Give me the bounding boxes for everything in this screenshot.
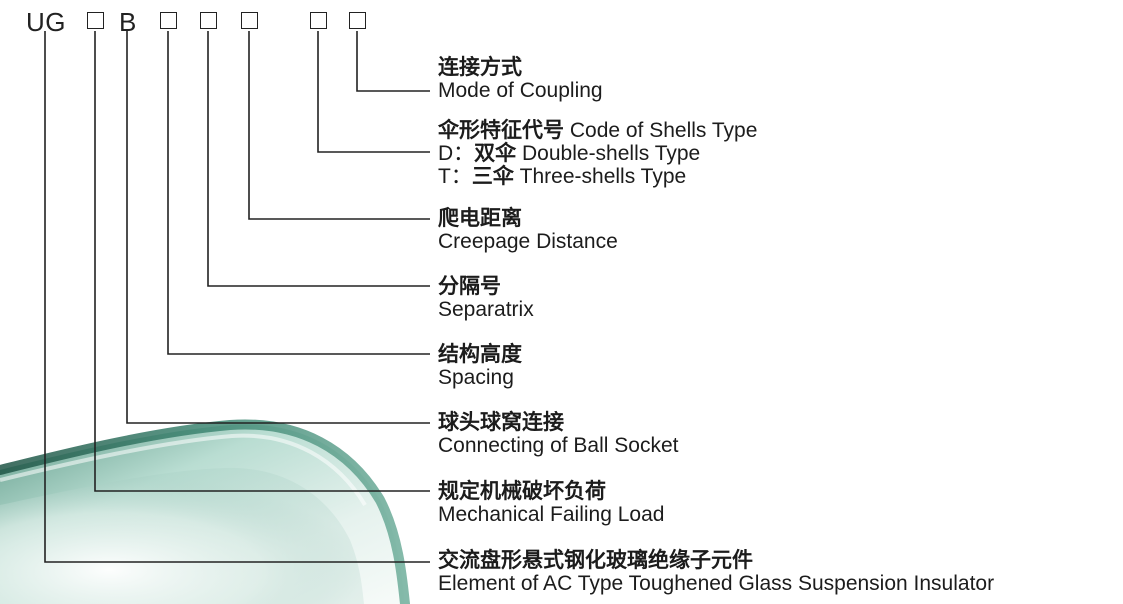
desc-separatrix: 分隔号 Separatrix (438, 275, 534, 321)
desc-spacing-cn: 结构高度 (438, 343, 522, 366)
option-d-en: Double-shells Type (522, 142, 701, 165)
desc-shells-cn: 伞形特征代号 (438, 119, 564, 142)
desc-element-en: Element of AC Type Toughened Glass Suspe… (438, 572, 995, 595)
desc-shells-type: 伞形特征代号 Code of Shells Type D：双伞 Double-s… (438, 119, 757, 188)
desc-spacing: 结构高度 Spacing (438, 343, 522, 389)
code-letter-b: B (119, 7, 137, 37)
desc-ball-socket: 球头球窝连接 Connecting of Ball Socket (438, 411, 678, 457)
code-box-creepage (241, 12, 258, 29)
option-d-code: D： (438, 142, 475, 165)
code-prefix: UG (26, 7, 66, 37)
code-box-spacing (160, 12, 177, 29)
code-box-separatrix (200, 12, 217, 29)
code-box-shells-type (310, 12, 327, 29)
desc-separatrix-cn: 分隔号 (438, 275, 501, 298)
option-t-en: Three-shells Type (519, 165, 687, 188)
desc-element-cn: 交流盘形悬式钢化玻璃绝缘子元件 (438, 549, 753, 572)
desc-separatrix-en: Separatrix (438, 298, 534, 321)
desc-coupling-en: Mode of Coupling (438, 79, 603, 102)
desc-element: 交流盘形悬式钢化玻璃绝缘子元件 Element of AC Type Tough… (438, 549, 994, 595)
code-box-coupling (349, 12, 366, 29)
code-box-failing-load (87, 12, 104, 29)
option-t-cn: 三伞 (471, 165, 514, 188)
option-d-cn: 双伞 (474, 142, 517, 165)
desc-creepage-cn: 爬电距离 (438, 207, 522, 230)
model-code-row: UG B (0, 0, 420, 40)
desc-failing-load: 规定机械破坏负荷 Mechanical Failing Load (438, 480, 664, 526)
desc-shells-en: Code of Shells Type (569, 119, 758, 142)
desc-ball-socket-en: Connecting of Ball Socket (438, 434, 679, 457)
desc-spacing-en: Spacing (438, 366, 514, 389)
desc-failing-load-en: Mechanical Failing Load (438, 503, 665, 526)
desc-ball-socket-cn: 球头球窝连接 (438, 411, 564, 434)
desc-failing-load-cn: 规定机械破坏负荷 (438, 480, 606, 503)
desc-creepage: 爬电距离 Creepage Distance (438, 207, 618, 253)
desc-coupling: 连接方式 Mode of Coupling (438, 56, 603, 102)
desc-coupling-cn: 连接方式 (438, 56, 522, 79)
desc-creepage-en: Creepage Distance (438, 230, 618, 253)
option-t-code: T： (438, 165, 472, 188)
